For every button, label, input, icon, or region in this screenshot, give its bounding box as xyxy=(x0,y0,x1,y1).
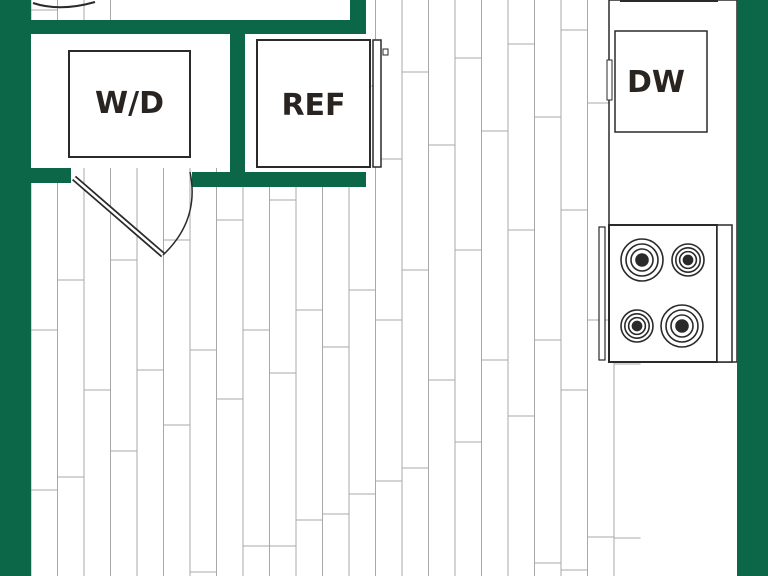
washer-dryer: W/D xyxy=(68,50,191,158)
range-side-trim xyxy=(598,226,606,361)
refrigerator-unit xyxy=(256,39,371,168)
range xyxy=(598,224,733,363)
washer-dryer-label: W/D xyxy=(95,86,164,121)
burners xyxy=(620,238,705,348)
burner-ring xyxy=(678,250,698,270)
burner-ring xyxy=(627,316,647,336)
dishwasher-label: DW xyxy=(627,65,685,100)
dishwasher-handle xyxy=(606,59,613,101)
refrigerator-handle xyxy=(382,48,389,56)
burner-ring xyxy=(675,247,701,273)
burner-ring xyxy=(682,254,694,266)
refrigerator-label: REF xyxy=(281,88,345,123)
dishwasher: DW xyxy=(606,30,708,133)
washer-dryer-unit xyxy=(68,50,191,158)
laundry-lower-wall-right xyxy=(192,172,366,187)
door-leaf-inner xyxy=(73,177,164,256)
burner-ring xyxy=(625,243,659,277)
upper-room-gap xyxy=(130,0,350,20)
burner-ring xyxy=(675,319,689,333)
door-swing-arc xyxy=(162,171,193,256)
refrigerator: REF xyxy=(256,39,389,168)
range-top xyxy=(608,224,718,363)
dishwasher-unit xyxy=(614,30,708,133)
burner-ring xyxy=(630,248,654,272)
burner-ring xyxy=(635,253,649,267)
range-control-panel xyxy=(716,224,733,363)
burner-ring xyxy=(660,304,704,348)
refrigerator-door-edge xyxy=(372,39,382,168)
closet-top-post xyxy=(350,0,366,34)
right-wall xyxy=(737,0,768,576)
closet-top-wall xyxy=(0,20,366,34)
burner-ring xyxy=(671,243,705,277)
left-wall xyxy=(0,0,31,576)
laundry-lower-wall-left xyxy=(0,168,71,183)
burner-ring xyxy=(620,309,654,343)
laundry-door[interactable] xyxy=(72,171,193,258)
burner-ring xyxy=(620,238,664,282)
burner-ring xyxy=(665,309,699,343)
sink-edge xyxy=(620,0,718,2)
burner-ring xyxy=(624,313,650,339)
burner-ring xyxy=(670,314,694,338)
closet-divider-wall xyxy=(230,34,245,186)
bath-fixture-edge xyxy=(32,1,96,9)
burner-ring xyxy=(631,320,643,332)
